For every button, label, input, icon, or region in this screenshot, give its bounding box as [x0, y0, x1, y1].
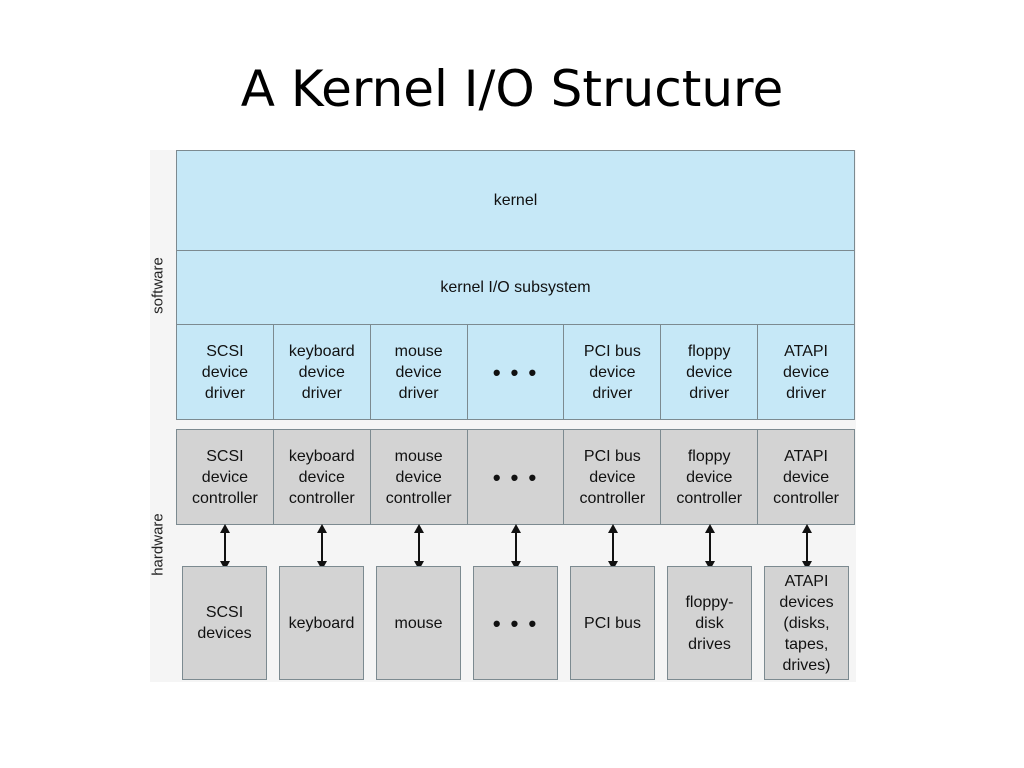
- pci-driver-box: PCI bus device driver: [563, 324, 662, 420]
- scsi-driver-box: SCSI device driver: [176, 324, 274, 420]
- kernel-box: kernel: [176, 150, 855, 251]
- mouse-driver-box: mouse device driver: [369, 324, 468, 420]
- bidirectional-arrow-icon: [510, 524, 521, 570]
- floppy-disk-drives-box: floppy- disk drives: [667, 566, 752, 680]
- scsi-controller-box: SCSI device controller: [176, 429, 274, 525]
- hardware-label: hardware: [149, 513, 167, 576]
- software-label: software: [149, 257, 167, 314]
- page-title: A Kernel I/O Structure: [240, 60, 784, 118]
- mouse-controller-box: mouse device controller: [369, 429, 468, 525]
- bidirectional-arrow-icon: [607, 524, 618, 570]
- floppy-driver-box: floppy device driver: [660, 324, 759, 420]
- atapi-devices-box: ATAPI devices (disks, tapes, drives): [764, 566, 849, 680]
- device-row: SCSI devices keyboard mouse • • • PCI bu…: [176, 566, 855, 680]
- ellipsis-driver-box: • • •: [466, 324, 565, 420]
- mouse-device-box: mouse: [376, 566, 461, 680]
- atapi-driver-box: ATAPI device driver: [757, 324, 856, 420]
- bidirectional-arrow-icon: [316, 524, 327, 570]
- controller-row: SCSI device controller keyboard device c…: [176, 429, 856, 525]
- scsi-devices-box: SCSI devices: [182, 566, 267, 680]
- io-structure-diagram: software hardware kernel kernel I/O subs…: [150, 150, 856, 682]
- driver-row: SCSI device driver keyboard device drive…: [176, 324, 856, 420]
- bidirectional-arrow-icon: [704, 524, 715, 570]
- keyboard-device-box: keyboard: [279, 566, 364, 680]
- connector-row: [176, 524, 855, 570]
- kernel-io-subsystem-box: kernel I/O subsystem: [176, 250, 855, 325]
- ellipsis-device-box: • • •: [473, 566, 558, 680]
- bidirectional-arrow-icon: [219, 524, 230, 570]
- floppy-controller-box: floppy device controller: [660, 429, 759, 525]
- atapi-controller-box: ATAPI device controller: [757, 429, 856, 525]
- ellipsis-controller-box: • • •: [466, 429, 565, 525]
- pci-bus-device-box: PCI bus: [570, 566, 655, 680]
- kernel-label: kernel: [493, 191, 538, 209]
- keyboard-controller-box: keyboard device controller: [272, 429, 371, 525]
- keyboard-driver-box: keyboard device driver: [272, 324, 371, 420]
- bidirectional-arrow-icon: [413, 524, 424, 570]
- pci-controller-box: PCI bus device controller: [563, 429, 662, 525]
- bidirectional-arrow-icon: [801, 524, 812, 570]
- kernel-io-subsystem-label: kernel I/O subsystem: [440, 278, 591, 296]
